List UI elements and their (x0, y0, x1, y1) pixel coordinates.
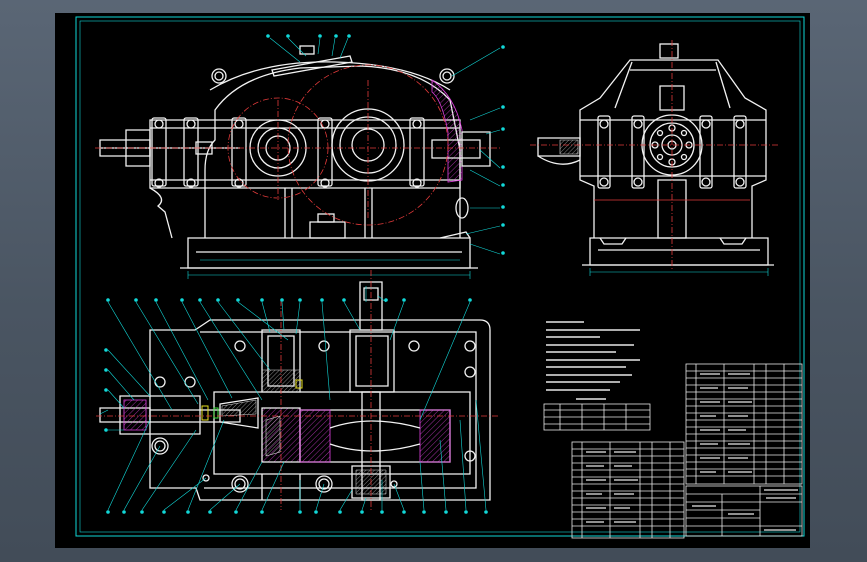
inner-frame (79, 20, 801, 533)
side-view[interactable] (530, 40, 780, 276)
parts-list (571, 363, 803, 539)
outer-frame (75, 16, 805, 537)
front-view[interactable] (95, 34, 505, 279)
technical-notes (546, 321, 640, 400)
plan-section-view[interactable] (96, 270, 500, 514)
spec-table (543, 403, 651, 431)
